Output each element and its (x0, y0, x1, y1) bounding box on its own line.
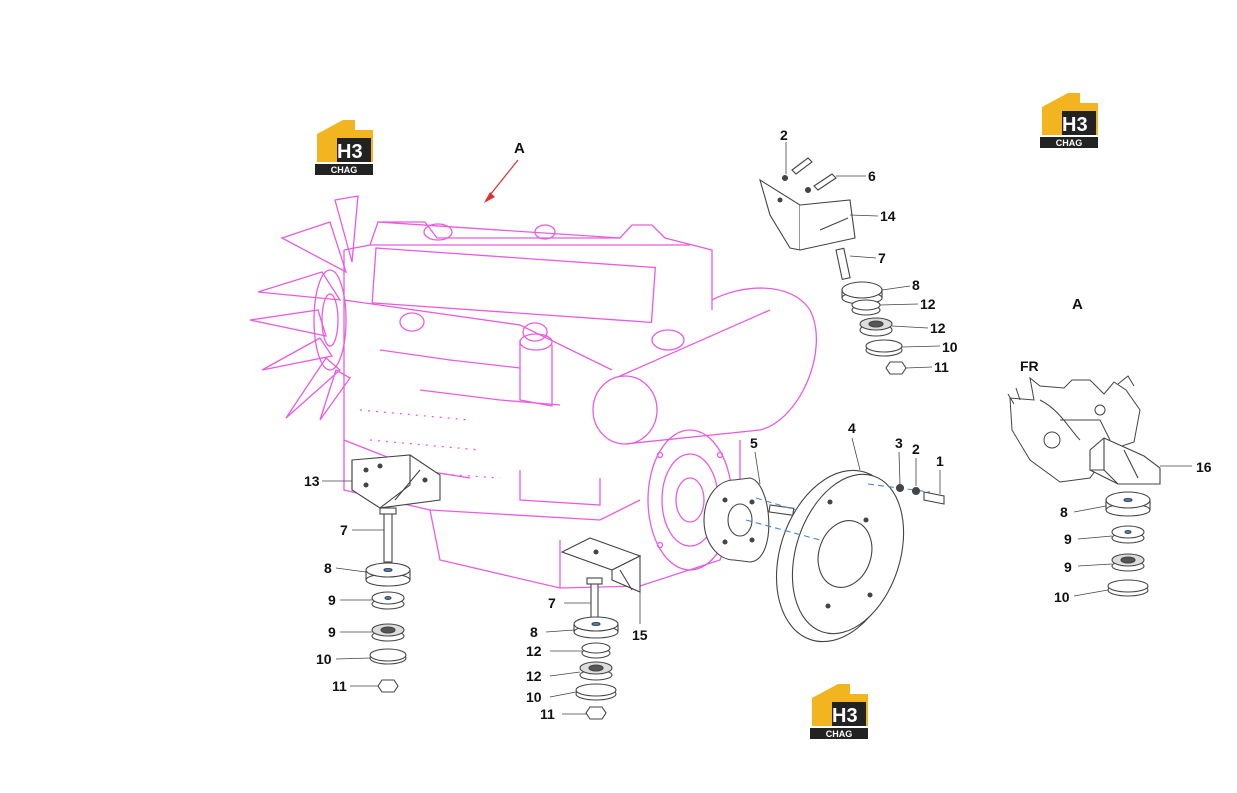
top-nut (885, 361, 907, 375)
detail-washer (1107, 579, 1149, 597)
callout-12: 12 (930, 320, 946, 336)
detail-cushion-b (1111, 553, 1145, 572)
callout-4: 4 (848, 420, 856, 436)
rear-nut (585, 706, 607, 720)
rear-mount-bracket (560, 537, 642, 593)
watermark-top-text: H3 (832, 705, 858, 727)
top-mount-callouts: 2 6 14 7 8 12 12 10 11 (780, 127, 958, 375)
callout-9: 9 (1064, 559, 1072, 575)
top-bolt-b (813, 173, 837, 191)
top-mount-stack (759, 157, 907, 375)
top-cushion-a (851, 299, 881, 316)
callout-8: 8 (324, 560, 332, 576)
front-cushion-a (371, 591, 405, 610)
callout-2: 2 (780, 127, 788, 143)
callout-8: 8 (1060, 504, 1068, 520)
callout-1: 1 (936, 453, 944, 469)
rear-bolt (590, 581, 599, 623)
detail-title: A (1072, 296, 1083, 313)
front-mount-stack (351, 454, 441, 693)
detail-cushion-upper (1105, 491, 1151, 517)
callout-10: 10 (942, 339, 958, 355)
flywheel (745, 469, 931, 643)
callout-9: 9 (1064, 531, 1072, 547)
callout-7: 7 (548, 595, 556, 611)
callout-8: 8 (530, 624, 538, 640)
detail-frame (1007, 375, 1141, 483)
callout-11: 11 (934, 359, 949, 375)
detail-mount-stack (1105, 491, 1151, 597)
pulley (703, 477, 795, 563)
front-mount-callouts: 13 7 8 9 9 10 11 (304, 473, 384, 694)
callout-13: 13 (304, 473, 320, 489)
detail-callouts: 16 8 9 9 10 (1054, 459, 1212, 605)
callout-8: 8 (912, 277, 920, 293)
front-cushion-b (371, 623, 405, 642)
callout-10: 10 (1054, 589, 1070, 605)
callout-3: 3 (895, 435, 903, 451)
callout-5: 5 (750, 435, 758, 451)
top-bolt (835, 247, 851, 280)
flywheel-fasteners (895, 483, 945, 505)
detail-view-a: A FR 16 8 (1007, 296, 1212, 605)
callout-10: 10 (316, 651, 332, 667)
top-mount-bracket (759, 178, 856, 251)
cooling-fan (249, 195, 359, 421)
rear-mount-callouts: 7 8 12 12 10 11 15 (526, 592, 648, 722)
flywheel-callouts: 5 4 3 2 1 (750, 420, 944, 494)
callout-7: 7 (340, 522, 348, 538)
callout-15: 15 (632, 627, 648, 643)
front-cushion-upper (365, 562, 411, 587)
callout-9: 9 (328, 592, 336, 608)
view-a-label: A (514, 140, 525, 157)
view-a-marker: A (484, 140, 525, 203)
rear-cushion-b (579, 661, 613, 681)
callout-2: 2 (912, 441, 920, 457)
rear-washer (575, 683, 617, 701)
front-mount-bracket (351, 454, 441, 509)
callout-9: 9 (328, 624, 336, 640)
callout-11: 11 (332, 678, 347, 694)
top-bolt-a (791, 157, 813, 175)
callout-16: 16 (1196, 459, 1212, 475)
watermark-bottom-text: CHAG (1056, 138, 1083, 148)
callout-10: 10 (526, 689, 542, 705)
front-bolt (383, 511, 393, 563)
top-cushion-b (859, 317, 893, 337)
callout-12: 12 (526, 668, 542, 684)
callout-11: 11 (540, 706, 555, 722)
watermark-bottom-text: CHAG (331, 165, 358, 175)
watermark-logo: H3 CHAG (810, 684, 868, 739)
watermark-top-text: H3 (1062, 114, 1088, 136)
watermark-logo: H3 CHAG (1040, 93, 1098, 148)
rear-cushion-upper (573, 616, 619, 639)
watermark-logo: H3 CHAG (315, 120, 373, 175)
front-nut (377, 679, 399, 693)
detail-cushion-a (1111, 525, 1145, 544)
direction-label: FR (1020, 358, 1039, 374)
watermark-bottom-text: CHAG (826, 729, 853, 739)
callout-6: 6 (868, 168, 876, 184)
rear-cushion-a (581, 642, 611, 659)
callout-7: 7 (878, 250, 886, 266)
front-washer (369, 648, 407, 665)
rear-mount-stack (560, 537, 642, 720)
detail-bracket (1089, 437, 1161, 485)
watermark-top-text: H3 (337, 141, 363, 163)
engine-block (249, 195, 817, 589)
callout-12: 12 (526, 643, 542, 659)
callout-14: 14 (880, 208, 896, 224)
top-washer (865, 339, 903, 357)
callout-12: 12 (920, 296, 936, 312)
